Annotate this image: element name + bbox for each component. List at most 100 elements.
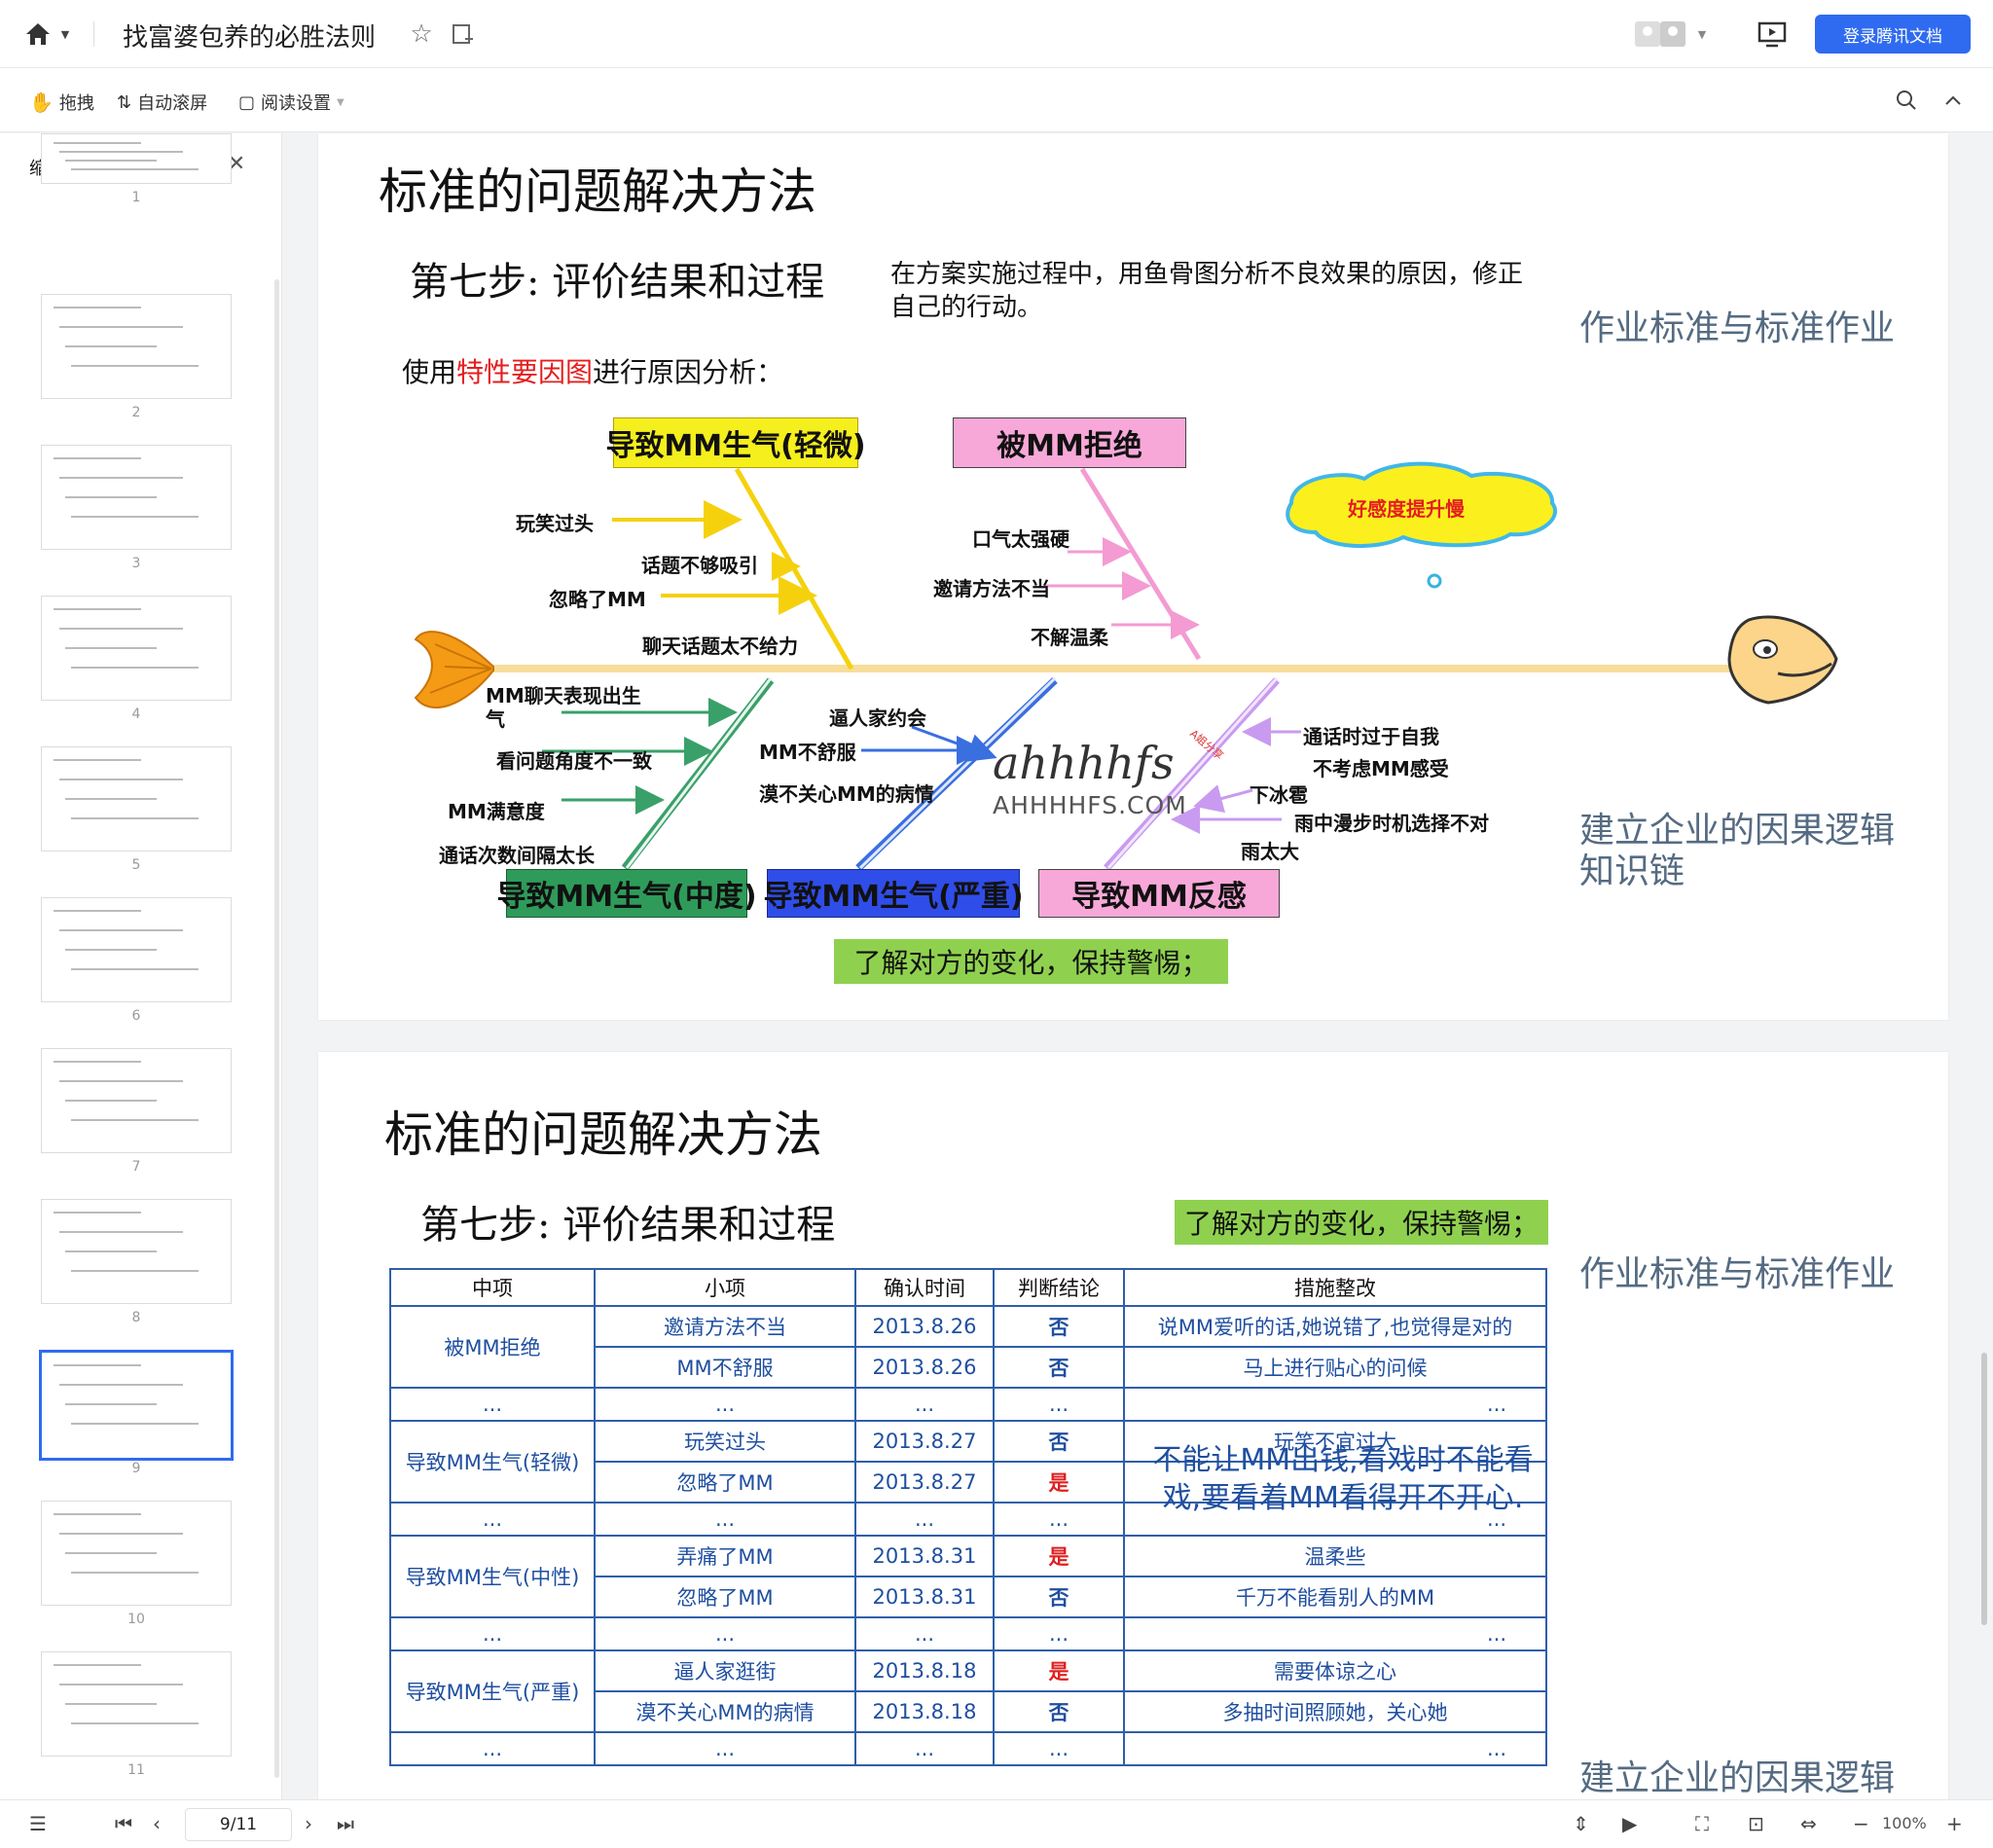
thumbnail-line: [71, 1270, 199, 1272]
scroll-icon: ⇅: [117, 91, 132, 113]
search-icon[interactable]: [1892, 86, 1921, 115]
cause-light-1: 玩笑过头: [516, 512, 594, 535]
collaborators-icon[interactable]: [1631, 18, 1689, 51]
thumbnail-line: [65, 949, 157, 951]
read-settings-button[interactable]: ▢ 阅读设置 ▼: [238, 90, 344, 115]
auto-scroll-button[interactable]: ⇅ 自动滚屏: [117, 90, 207, 115]
next-page-icon[interactable]: ›: [305, 1812, 312, 1835]
cause-reject-1: 口气太强硬: [972, 527, 1069, 551]
cell-small-item: 弄痛了MM: [594, 1535, 856, 1577]
thumbnail-page-5[interactable]: [41, 746, 232, 852]
side-note-standard: 作业标准与标准作业: [1579, 308, 1896, 348]
play-icon[interactable]: ▶: [1622, 1812, 1638, 1835]
header-mid: 中项: [389, 1268, 596, 1307]
header-measure: 措施整改: [1123, 1268, 1547, 1307]
thumbnail-line: [65, 798, 157, 800]
slide-page-9: 标准的问题解决方法 第七步: 评价结果和过程 在方案实施过程中，用鱼骨图分析不良…: [318, 133, 1948, 1020]
fit-page-icon[interactable]: ⛶: [1695, 1812, 1709, 1835]
cell-measure: 说MM爱听的话,她说错了,也觉得是对的: [1123, 1305, 1547, 1348]
cell-measure: 马上进行贴心的问候: [1123, 1346, 1547, 1389]
last-page-icon[interactable]: ⏭: [337, 1812, 354, 1835]
cell-small-item: MM不舒服: [594, 1346, 856, 1389]
thumbnail-line: [59, 1684, 183, 1685]
analysis-highlight: 特性要因图: [456, 356, 594, 388]
cell-mid-item: 导致MM生气(中性): [389, 1535, 596, 1618]
close-icon[interactable]: ✕: [227, 151, 246, 176]
fit-width-icon[interactable]: ⇔: [1800, 1812, 1817, 1835]
first-page-icon[interactable]: ⏮: [115, 1812, 132, 1835]
actual-size-icon[interactable]: ⊡: [1748, 1812, 1764, 1835]
chevron-down-icon[interactable]: ▼: [60, 27, 70, 41]
cloud-bubble: [1286, 461, 1558, 548]
thumbnail-line: [54, 759, 141, 761]
thumbnail-line: [59, 1533, 183, 1535]
thumbnail-line: [54, 1212, 141, 1214]
zoom-in-icon[interactable]: +: [1946, 1812, 1963, 1835]
watermark-url: AHHHHFS.COM: [993, 791, 1187, 819]
thumbnail-page-4[interactable]: [41, 596, 232, 701]
side-note-causal: 建立企业的因果逻辑: [1579, 1758, 1896, 1798]
cell-small-item: 玩笑过头: [594, 1420, 856, 1463]
step-heading: 第七步: 评价结果和过程: [410, 260, 825, 305]
present-icon[interactable]: [1756, 18, 1789, 51]
page-scrollbar[interactable]: [1981, 1353, 1987, 1625]
sidebar-scrollbar[interactable]: [274, 279, 279, 1778]
login-button[interactable]: 登录腾讯文档: [1815, 15, 1971, 54]
cell-verdict: 否: [993, 1690, 1125, 1733]
thumbnail-page-10[interactable]: [41, 1501, 232, 1606]
zoom-out-icon[interactable]: −: [1853, 1812, 1869, 1835]
thumbnail-page-11[interactable]: [41, 1651, 232, 1757]
outline-icon[interactable]: ☰: [29, 1812, 47, 1835]
settings-page-icon: ▢: [238, 91, 256, 113]
cell-time: 2013.8.26: [854, 1346, 995, 1389]
thumbnail-line: [71, 168, 199, 170]
ellipsis-row: ...............: [389, 1387, 1547, 1422]
thumbnail-page-9[interactable]: [39, 1350, 234, 1461]
thumbnail-page-1[interactable]: [41, 133, 232, 184]
doc-title[interactable]: 找富婆包养的必胜法则: [123, 23, 377, 53]
home-icon[interactable]: [21, 19, 54, 49]
prev-page-icon[interactable]: ‹: [153, 1812, 161, 1835]
step-heading: 第七步: 评价结果和过程: [420, 1203, 836, 1248]
cause-disgust-1: 通话时过于自我: [1303, 725, 1439, 748]
fishbone-spine: [484, 665, 1749, 672]
hand-icon: ✋: [29, 91, 54, 114]
cell-verdict: 是: [993, 1461, 1125, 1504]
star-icon[interactable]: ☆: [410, 19, 433, 49]
cell-time: 2013.8.18: [854, 1649, 995, 1692]
page-indicator-input[interactable]: 9/11: [185, 1808, 292, 1841]
thumbnail-line: [71, 667, 199, 669]
add-to-folder-icon[interactable]: [448, 19, 477, 49]
cell-ellipsis: ...: [389, 1731, 596, 1766]
thumbnail-page-8[interactable]: [41, 1199, 232, 1304]
cell-verdict: 否: [993, 1576, 1125, 1618]
cell-ellipsis: ...: [993, 1616, 1125, 1651]
cell-measure: 玩笑不宜过大: [1123, 1420, 1547, 1463]
zoom-level: 100%: [1882, 1814, 1927, 1832]
thumbnail-line: [71, 516, 199, 518]
thumbnail-line: [65, 496, 157, 498]
cause-severe-3: 漠不关心MM的病情: [759, 782, 934, 806]
cell-verdict: 否: [993, 1305, 1125, 1348]
chevron-down-icon[interactable]: ▼: [1697, 27, 1707, 41]
thumbnail-line: [59, 151, 183, 153]
thumbnail-line: [54, 910, 141, 912]
thumbnail-line: [65, 1403, 157, 1405]
collapse-up-icon[interactable]: [1939, 86, 1968, 115]
thumbnail-page-3[interactable]: [41, 445, 232, 550]
thumbnail-page-6[interactable]: [41, 897, 232, 1002]
toolbar: ✋ 拖拽 ⇅ 自动滚屏 ▢ 阅读设置 ▼: [0, 68, 1993, 132]
analysis-prefix: 使用: [402, 356, 457, 388]
scroll-mode-icon[interactable]: ⇕: [1573, 1812, 1589, 1835]
drag-button[interactable]: ✋ 拖拽: [29, 90, 94, 115]
thumbnail-page-2[interactable]: [41, 294, 232, 399]
cause-medium-2: 看问题角度不一致: [496, 749, 652, 773]
thumbnail-page-7[interactable]: [41, 1048, 232, 1153]
thumbnail-number: 11: [127, 1762, 145, 1778]
overlay-note: 不能让MM出钱,看戏时不能看戏,要看着MM看得开不开心.: [1152, 1443, 1534, 1515]
thumbnail-number: 9: [131, 1461, 141, 1476]
label-disgust: 导致MM反感: [1038, 869, 1280, 918]
thumbnail-line: [65, 647, 157, 649]
thumbnail-line: [59, 779, 183, 780]
